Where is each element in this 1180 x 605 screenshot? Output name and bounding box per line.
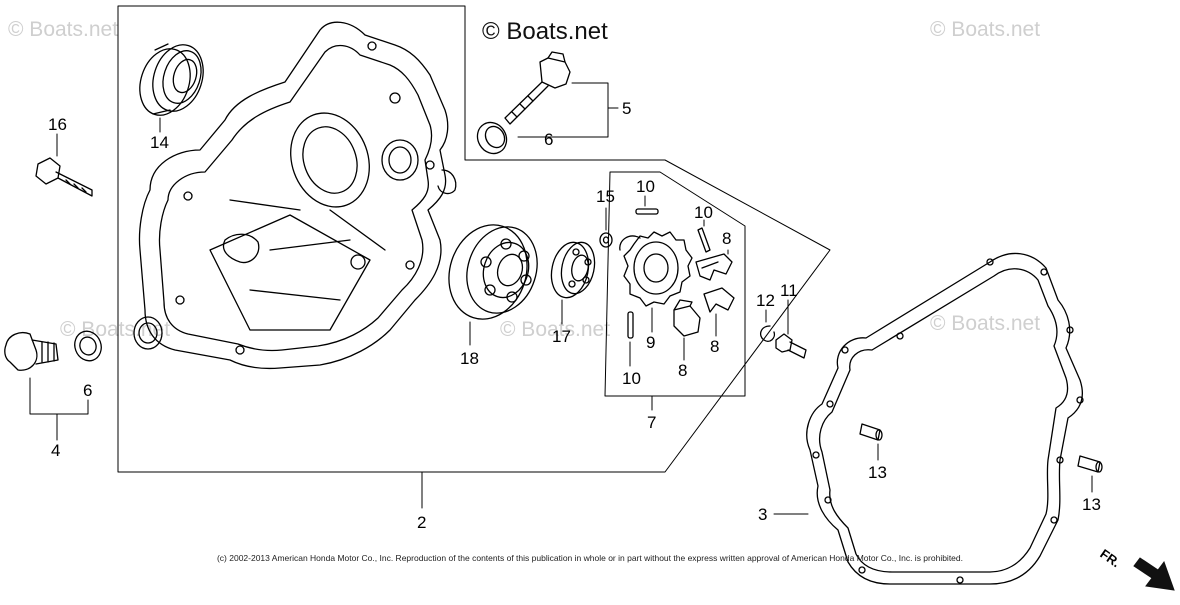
governor-pin xyxy=(627,311,634,339)
governor-pin xyxy=(635,208,659,215)
callout-10: 10 xyxy=(636,177,655,196)
callout-2: 2 xyxy=(417,513,427,532)
callout-18: 18 xyxy=(460,349,479,368)
flange-bolt xyxy=(35,157,93,197)
case-gasket xyxy=(806,252,1084,585)
governor-weight xyxy=(703,287,735,313)
callout-7: 7 xyxy=(647,413,657,432)
callout-12: 12 xyxy=(756,291,775,310)
dowel-pin xyxy=(1077,455,1103,473)
callout-9: 9 xyxy=(646,333,656,352)
watermark: © Boats.net xyxy=(60,318,171,341)
governor-shaft xyxy=(775,333,807,359)
copyright-notice: (c) 2002-2013 American Honda Motor Co., … xyxy=(216,553,964,563)
governor-group-bracket xyxy=(604,171,746,397)
callout-8: 8 xyxy=(722,229,732,248)
dowel-pin xyxy=(859,423,883,441)
callout-10: 10 xyxy=(622,369,641,388)
oil-filler-cap xyxy=(504,51,571,125)
group-bracket-frame xyxy=(117,5,831,473)
oil-seal xyxy=(139,43,204,116)
watermark: © Boats.net xyxy=(500,318,611,341)
callout-6: 6 xyxy=(544,130,554,149)
crankcase-cover xyxy=(133,21,457,370)
watermark: © Boats.net xyxy=(930,18,1041,41)
callout-10: 10 xyxy=(694,203,713,222)
callout-11: 11 xyxy=(780,281,798,300)
watermark: © Boats.net xyxy=(8,18,119,41)
callout-13: 13 xyxy=(868,463,887,482)
o-ring xyxy=(476,121,508,155)
front-direction-indicator: FR. xyxy=(1097,540,1180,600)
callout-4: 4 xyxy=(51,441,61,460)
thrust-washer xyxy=(599,232,613,248)
callout-8: 8 xyxy=(678,361,688,380)
governor-slider xyxy=(673,299,701,337)
sealing-washer xyxy=(74,330,102,362)
watermark: © Boats.net xyxy=(930,312,1041,335)
brand-logo-text: © Boats.net xyxy=(482,18,608,45)
callout-3: 3 xyxy=(758,505,768,524)
callout-13: 13 xyxy=(1082,495,1101,514)
callout-15: 15 xyxy=(596,187,615,206)
callout-8: 8 xyxy=(710,337,720,356)
callout-14: 14 xyxy=(150,133,169,152)
arrow-icon xyxy=(1133,557,1175,591)
ball-bearing-small xyxy=(550,241,596,299)
governor-weight xyxy=(695,253,733,281)
retaining-clip xyxy=(759,325,776,342)
callout-5: 5 xyxy=(622,99,632,118)
governor-gear xyxy=(619,231,693,307)
ball-bearing-large xyxy=(448,224,538,320)
governor-pin xyxy=(697,227,711,253)
callout-6: 6 xyxy=(83,381,93,400)
drain-plug xyxy=(4,331,59,371)
callout-17: 17 xyxy=(552,327,571,346)
callout-16: 16 xyxy=(48,115,67,134)
